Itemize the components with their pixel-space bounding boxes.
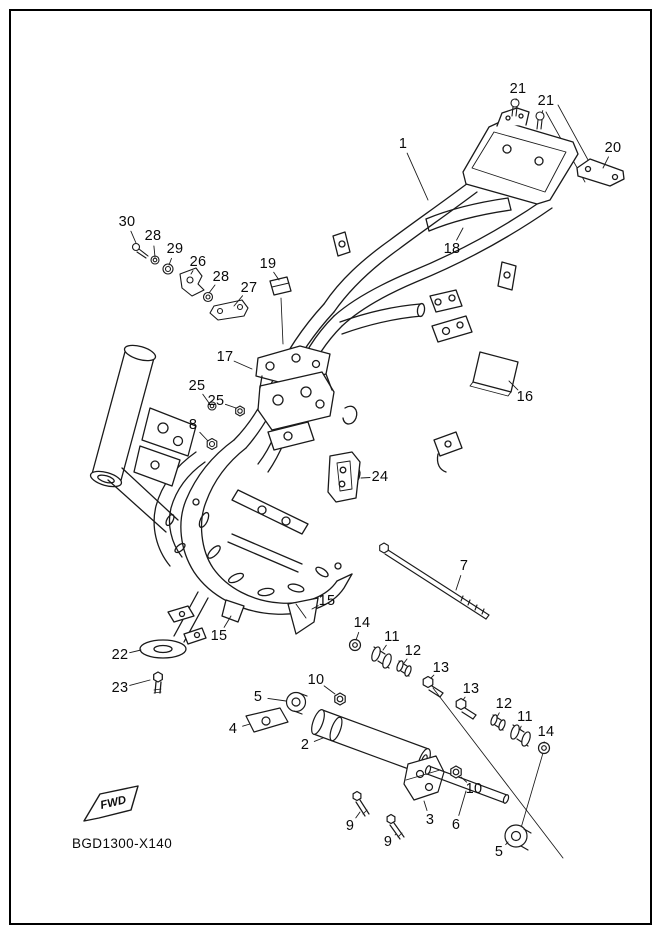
- part-callout-16: 16: [516, 388, 534, 405]
- part-callout-25: 25: [188, 377, 206, 394]
- small-parts-26-30: [131, 242, 249, 321]
- part-callout-4: 4: [228, 720, 238, 737]
- part-callout-26: 26: [189, 253, 207, 270]
- lower-cradle: [153, 439, 353, 615]
- part-callout-20: 20: [604, 139, 622, 156]
- part-callout-5: 5: [253, 688, 263, 705]
- part-callout-11: 11: [517, 708, 533, 725]
- part-callout-13: 13: [432, 659, 450, 676]
- cross-member-18: [425, 197, 512, 232]
- part-callout-11: 11: [384, 628, 400, 645]
- leader-lines: [129, 98, 609, 846]
- rear-bracket: [462, 107, 579, 205]
- part-callout-6: 6: [451, 816, 461, 833]
- bolts-21: [510, 98, 545, 130]
- part-callout-21: 21: [537, 92, 555, 109]
- part-callout-14: 14: [537, 723, 555, 740]
- part-callout-17: 17: [216, 348, 234, 365]
- fwd-label: FWD: [99, 794, 127, 812]
- stand-plate-22: [139, 591, 209, 694]
- part-callout-10: 10: [307, 671, 325, 688]
- part-callout-7: 7: [459, 557, 469, 574]
- part-callout-18: 18: [443, 240, 461, 257]
- wedge-plates-15: [221, 597, 319, 635]
- part-callout-9: 9: [345, 817, 355, 834]
- part-callout-24: 24: [371, 468, 389, 485]
- part-callout-15: 15: [210, 627, 228, 644]
- part-callout-25: 25: [207, 392, 225, 409]
- part-callout-8: 8: [188, 416, 198, 433]
- linkage-assembly: [245, 638, 551, 851]
- part-callout-19: 19: [259, 255, 277, 272]
- diagram-code: BGD1300-X140: [72, 836, 173, 851]
- engine-bracket-cluster: [255, 276, 361, 485]
- part-callout-9: 9: [383, 833, 393, 850]
- frame-main-tubes: [233, 182, 553, 473]
- bracket-20: [576, 158, 625, 187]
- bolt-7: [379, 542, 490, 620]
- part-callout-21: 21: [509, 80, 527, 97]
- plate-16: [469, 351, 519, 397]
- part-callout-27: 27: [240, 279, 258, 296]
- fwd-arrow: FWD: [83, 785, 139, 822]
- part-callout-12: 12: [495, 695, 513, 712]
- part-callout-13: 13: [462, 680, 480, 697]
- head-tube: [89, 344, 197, 533]
- part-callout-5: 5: [494, 843, 504, 860]
- bracket-24: [327, 451, 361, 503]
- part-callout-29: 29: [166, 240, 184, 257]
- part-callout-1: 1: [398, 135, 408, 152]
- part-callout-23: 23: [111, 679, 129, 696]
- fasteners-25-8: [206, 401, 245, 451]
- part-callout-22: 22: [111, 646, 129, 663]
- part-callout-2: 2: [300, 736, 310, 753]
- part-callout-10: 10: [465, 780, 483, 797]
- part-callout-3: 3: [425, 811, 435, 828]
- part-callout-30: 30: [118, 213, 136, 230]
- part-callout-28: 28: [144, 227, 162, 244]
- part-callout-14: 14: [353, 614, 371, 631]
- part-callout-12: 12: [404, 642, 422, 659]
- part-callout-28: 28: [212, 268, 230, 285]
- part-callout-15: 15: [318, 592, 336, 609]
